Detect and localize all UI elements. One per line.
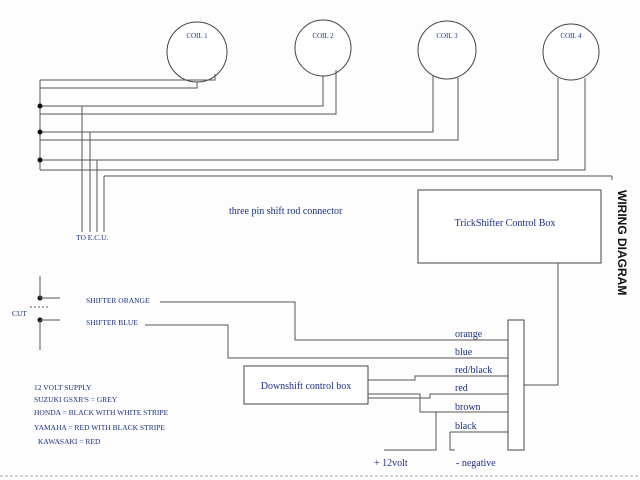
shifter-blue-label: SHIFTER BLUE (86, 318, 138, 327)
wire-label-red-black: red/black (455, 365, 492, 376)
wire-label-red: red (455, 383, 468, 394)
downshift-control-box: Downshift control box (243, 365, 369, 405)
wire-label-black: black (455, 421, 477, 432)
connector-label: three pin shift rod connector (229, 206, 343, 217)
plus-12v-label: + 12volt (374, 458, 408, 469)
supply-note-4: KAWASAKI = RED (38, 437, 101, 446)
control-box-label: TrickShifter Control Box (455, 218, 556, 229)
coil-4: COIL 4 (542, 23, 600, 81)
coil-1: COIL 1 (166, 21, 228, 83)
supply-notes: 12 VOLT SUPPLY SUZUKI GSXR'S = GREY HOND… (34, 383, 169, 446)
downshift-box-label: Downshift control box (261, 381, 352, 392)
coil-wires (39, 70, 613, 232)
diagram-title: WIRING DIAGRAM (615, 190, 629, 295)
shifter-wires (30, 276, 508, 359)
coil-2: COIL 2 (294, 19, 352, 77)
coil-3: COIL 3 (417, 20, 477, 80)
wire-label-blue: blue (455, 347, 473, 358)
wire-label-brown: brown (455, 402, 481, 413)
ecu-label: TO E.C.U. (76, 233, 108, 242)
coil-3-label: COIL 3 (436, 32, 458, 40)
supply-note-2: HONDA = BLACK WITH WHITE STRIPE (34, 408, 169, 417)
cut-label: CUT (12, 309, 27, 318)
coil-2-label: COIL 2 (312, 32, 334, 40)
supply-note-3: YAMAHA = RED WITH BLACK STRIPE (34, 423, 165, 432)
negative-label: - negative (456, 458, 496, 469)
coil-1-label: COIL 1 (186, 32, 208, 40)
supply-note-1: SUZUKI GSXR'S = GREY (34, 395, 118, 404)
coil-4-label: COIL 4 (560, 32, 582, 40)
wire-label-orange: orange (455, 329, 483, 340)
shifter-orange-label: SHIFTER ORANGE (86, 296, 150, 305)
supply-note-0: 12 VOLT SUPPLY (34, 383, 92, 392)
trickshifter-control-box: TrickShifter Control Box (417, 189, 602, 264)
terminal-block (450, 319, 525, 451)
